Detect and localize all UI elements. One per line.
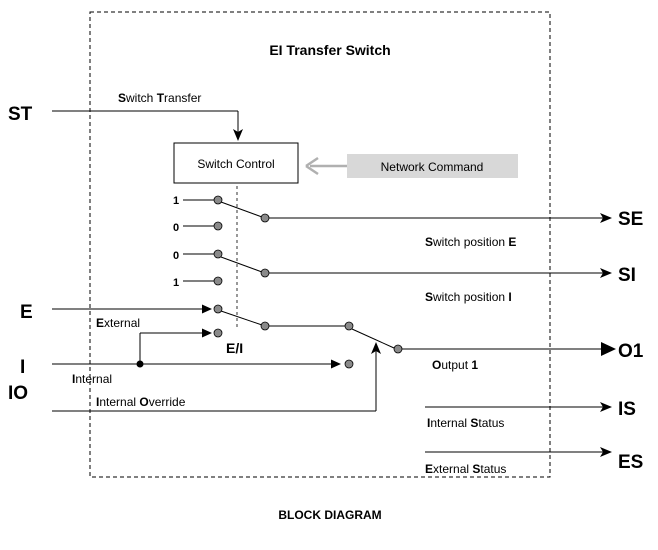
- terminal-e: E: [20, 302, 33, 323]
- pos-0-top: 0: [173, 222, 179, 234]
- contact-0-top: [213, 221, 223, 231]
- network-command-label: Network Command: [381, 160, 484, 174]
- label-output-1: Output 1: [432, 358, 478, 372]
- label-external: External: [96, 316, 140, 330]
- pos-1-top: 1: [173, 195, 179, 207]
- label-external-status: External Status: [425, 462, 506, 476]
- contact-1-bottom: [213, 276, 223, 286]
- contact-e: [213, 304, 223, 314]
- contact-output-i: [344, 359, 354, 369]
- diagram-caption: BLOCK DIAGRAM: [278, 508, 381, 522]
- terminal-se: SE: [618, 209, 643, 230]
- contact-0-bottom: [213, 249, 223, 259]
- label-switch-transfer: Switch Transfer: [118, 91, 201, 105]
- label-switch-position-i: Switch position I: [425, 290, 512, 304]
- network-command-box: [347, 154, 518, 178]
- terminal-i: I: [20, 357, 25, 378]
- pos-0-bottom: 0: [173, 250, 179, 262]
- block-boundary: [89, 11, 551, 478]
- terminal-o1: O1: [618, 341, 644, 362]
- terminal-es: ES: [618, 452, 643, 473]
- label-internal: Internal: [72, 372, 112, 386]
- ei-label: E/I: [226, 340, 243, 356]
- terminal-io: IO: [8, 383, 28, 404]
- terminal-is: IS: [618, 399, 636, 420]
- switch-ei-arm: [220, 310, 263, 326]
- switch-si-arm: [220, 256, 263, 273]
- switch-se-pivot: [260, 213, 270, 223]
- contact-i: [213, 328, 223, 338]
- label-internal-override: Internal Override: [96, 395, 186, 409]
- switch-control-label: Switch Control: [197, 157, 274, 171]
- switch-ei-pivot: [260, 321, 270, 331]
- terminal-st: ST: [8, 104, 33, 125]
- contact-1-top: [213, 195, 223, 205]
- switch-output-pivot: [393, 344, 403, 354]
- pos-1-bottom: 1: [173, 277, 179, 289]
- switch-output-arm: [351, 328, 395, 349]
- label-internal-status: Internal Status: [427, 416, 504, 430]
- contact-output-ei: [344, 321, 354, 331]
- terminal-si: SI: [618, 265, 636, 286]
- switch-control-box: [173, 142, 299, 184]
- network-command-arrow-head: [305, 156, 319, 176]
- diagram-title: EI Transfer Switch: [269, 42, 390, 58]
- switch-se-arm: [220, 201, 263, 218]
- label-switch-position-e: Switch position E: [425, 235, 516, 249]
- o1-arrow: [601, 342, 616, 356]
- switch-si-pivot: [260, 268, 270, 278]
